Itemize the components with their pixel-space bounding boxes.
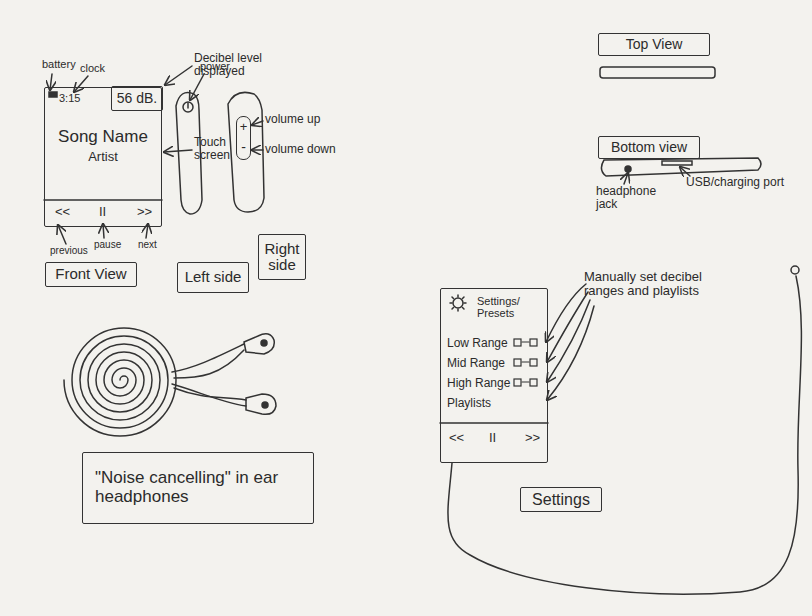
- annotation-label: power: [200, 60, 230, 72]
- node-text: Bottom view: [611, 140, 687, 155]
- annotation-label: Manually set decibel ranges and playlist…: [584, 270, 744, 299]
- leader-arrow: [546, 284, 586, 342]
- gear-icon: [453, 298, 463, 308]
- node-text: 56 dB.: [117, 91, 157, 106]
- node-text: Left side: [185, 269, 242, 286]
- annotation-label: headphone jack: [596, 185, 666, 211]
- power-symbol: [187, 103, 189, 108]
- range-box: [514, 379, 521, 386]
- bottom-view-device: [601, 158, 761, 176]
- node-text: >>: [525, 431, 540, 445]
- view-title-box: Top View: [598, 33, 710, 56]
- earbud: [244, 334, 274, 354]
- earbud-wire: [172, 344, 244, 372]
- player-screen: 3:15Song NameArtist << II >> 56 dB.: [44, 87, 162, 227]
- annotation-label: clock: [80, 62, 105, 74]
- leader-arrow: [58, 225, 66, 244]
- top-view-device: [600, 67, 715, 78]
- annotation-label: USB/charging port: [686, 176, 806, 189]
- node-text: Artist: [45, 150, 161, 164]
- view-title-box: Right side: [258, 234, 306, 280]
- pencil-lines: [44, 66, 801, 594]
- annotation-label: volume up: [265, 113, 320, 126]
- earbud-tip: [261, 340, 267, 346]
- node-text: "Noise cancelling" in ear headphones: [95, 469, 301, 506]
- leader-arrow: [74, 76, 88, 92]
- gear-teeth: [450, 295, 466, 311]
- control-bar-divider: [440, 422, 548, 424]
- volume-rocker: +-: [236, 116, 251, 160]
- annotation-label: pause: [94, 239, 121, 250]
- node-text: Right side: [260, 241, 304, 274]
- earbud-tip: [262, 402, 268, 408]
- node-text: >>: [137, 205, 152, 219]
- caption-box: "Noise cancelling" in ear headphones: [82, 452, 314, 524]
- range-box: [530, 379, 537, 386]
- usb-port: [662, 161, 692, 165]
- earbud-wire: [174, 388, 246, 400]
- view-title-box: Settings: [520, 487, 602, 512]
- annotation-label: previous: [50, 245, 88, 256]
- range-dash: [522, 341, 529, 342]
- range-dash: [522, 361, 529, 362]
- node-text: Settings: [532, 491, 590, 509]
- node-text: High Range: [447, 377, 510, 390]
- node-text: -: [237, 140, 250, 155]
- node-text: 3:15: [59, 92, 80, 104]
- decibel-box: 56 dB.: [111, 86, 163, 111]
- node-text: Playlists: [447, 397, 491, 410]
- annotation-label: Touch screen: [194, 136, 250, 162]
- node-text: Mid Range: [447, 357, 505, 370]
- right-side-device: [228, 92, 264, 212]
- node-text: Song Name: [45, 128, 161, 147]
- node-text: Top View: [626, 37, 683, 52]
- range-selectors: [514, 339, 537, 386]
- node-text: <<: [449, 431, 464, 445]
- node-text: Front View: [55, 266, 126, 283]
- node-text: +: [237, 120, 250, 134]
- earbud: [246, 394, 276, 414]
- leader-arrow: [252, 121, 263, 125]
- view-title-box: Bottom view: [598, 136, 700, 159]
- power-button: [183, 102, 193, 112]
- range-box: [514, 359, 521, 366]
- leader-arrow: [252, 149, 263, 151]
- range-box: [514, 339, 521, 346]
- earbud-wire: [174, 350, 244, 378]
- range-box: [530, 359, 537, 366]
- node-text: Settings/ Presets: [477, 295, 541, 319]
- range-box: [530, 339, 537, 346]
- settings-screen: Settings/ PresetsLow RangeMid RangeHigh …: [440, 288, 548, 463]
- coiled-cord: [64, 328, 176, 436]
- view-title-box: Left side: [177, 262, 249, 293]
- headphone-cord: [448, 276, 801, 594]
- annotation-label: battery: [42, 58, 76, 70]
- node-text: <<: [55, 205, 70, 219]
- leader-arrow: [547, 306, 594, 400]
- leader-arrow: [680, 167, 690, 176]
- leader-arrow: [547, 292, 588, 362]
- range-dash: [522, 381, 529, 382]
- leader-arrow: [165, 66, 192, 85]
- control-bar-divider: [44, 199, 162, 201]
- node-text: Low Range: [447, 337, 508, 350]
- annotation-label: next: [138, 239, 157, 250]
- node-text: II: [99, 205, 106, 219]
- battery-icon: [49, 92, 57, 97]
- earbud-wire: [172, 384, 246, 406]
- node-text: II: [489, 431, 496, 445]
- cord-plug: [791, 266, 799, 274]
- view-title-box: Front View: [45, 262, 137, 287]
- annotation-label: volume down: [265, 143, 336, 156]
- headphone-jack: [625, 166, 631, 172]
